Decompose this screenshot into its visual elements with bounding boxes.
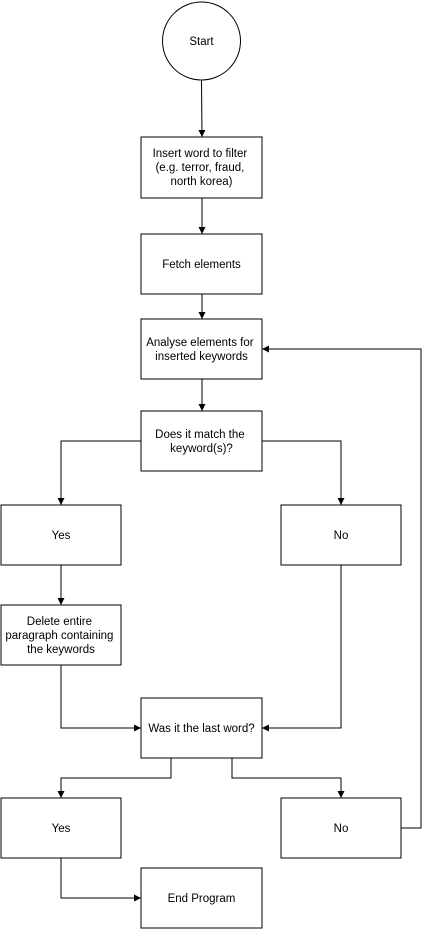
svg-text:Delete entire paragraph: Delete entire paragraph containing the k…: [5, 616, 116, 656]
end-program-label: End Program: [168, 893, 236, 905]
analyse-line-1: Analyse elements for: [146, 337, 254, 349]
last-word-decision-node: Was it the last word?: [140, 697, 263, 759]
delete-line-2: paragraph containing: [5, 630, 113, 642]
fetch-elements-label: Fetch elements: [162, 259, 241, 271]
insert-word-line-2: (e.g. terror, fraud,: [155, 162, 244, 174]
delete-line-3: the keywords: [27, 644, 95, 656]
edge-yes-to-end: [60, 858, 141, 902]
edge-no-to-last: [262, 565, 342, 732]
match-yes-label: Yes: [52, 530, 71, 542]
svg-text:Analyse elements for ins: Analyse elements for inserted keywords: [146, 337, 257, 363]
edge-last-to-yes: [57, 758, 172, 798]
analyse-line-2: inserted keywords: [155, 351, 248, 363]
last-no-label: No: [334, 823, 349, 835]
connectors: [57, 79, 422, 902]
match-no-label: No: [334, 530, 349, 542]
insert-word-line-1: Insert word to filter: [153, 148, 248, 160]
insert-word-node: Insert word to filter (e.g. terror, frau…: [140, 136, 263, 199]
end-program-node: End Program: [140, 867, 263, 929]
match-line-2: keyword(s)?: [170, 443, 233, 455]
match-decision-node: Does it match the keyword(s)?: [140, 410, 263, 472]
analyse-elements-node: Analyse elements for inserted keywords: [140, 318, 263, 380]
last-yes-node: Yes: [0, 797, 122, 859]
edge-match-to-no: [262, 440, 345, 505]
edge-match-to-yes: [57, 440, 141, 505]
svg-text:Insert word to filter (e: Insert word to filter (e.g. terror, frau…: [153, 148, 251, 188]
last-yes-label: Yes: [52, 823, 71, 835]
edge-last-to-no: [231, 758, 345, 798]
fetch-elements-node: Fetch elements: [140, 233, 263, 295]
svg-text:Does it match the keywor: Does it match the keyword(s)?: [155, 429, 248, 455]
match-yes-node: Yes: [0, 504, 122, 566]
last-no-node: No: [280, 797, 402, 859]
delete-paragraph-node: Delete entire paragraph containing the k…: [0, 604, 122, 666]
start-node: Start: [162, 1, 241, 81]
edge-start-to-insert: [198, 79, 206, 138]
last-word-label: Was it the last word?: [148, 723, 254, 735]
edge-delete-to-last: [60, 665, 141, 732]
insert-word-line-3: north korea): [170, 176, 232, 188]
match-line-1: Does it match the: [155, 429, 244, 441]
delete-line-1: Delete entire: [27, 616, 92, 628]
edge-no-loop-to-analyse: [262, 345, 422, 829]
start-label: Start: [189, 36, 214, 48]
match-no-node: No: [280, 504, 402, 566]
